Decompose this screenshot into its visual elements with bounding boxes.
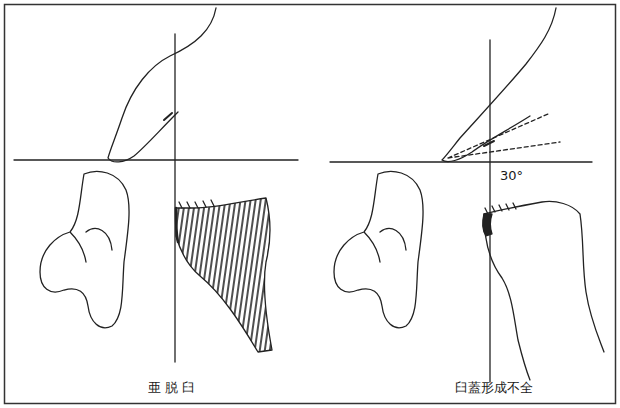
acetabulum-outline	[442, 8, 556, 162]
angle-label: 30°	[500, 168, 523, 184]
panel-caption: 亜 脱 臼	[148, 380, 195, 396]
ischium-shape	[334, 171, 423, 327]
acetabular-edge-mark	[484, 141, 494, 146]
acetabulum-outline	[108, 8, 216, 162]
frame	[5, 5, 616, 404]
panel-caption: 臼蓋形成不全	[455, 380, 533, 396]
femoral-outline	[484, 202, 604, 381]
femoral-head-hatched	[176, 198, 272, 352]
perkins-line	[489, 40, 490, 382]
head-margin	[176, 208, 178, 242]
hilgenreiner-line	[14, 159, 298, 160]
head-margin	[483, 214, 492, 236]
acetabular-angle-lines	[448, 114, 560, 158]
acetabular-edge-mark	[164, 113, 172, 120]
perkins-line	[174, 34, 175, 362]
hilgenreiner-line	[330, 161, 592, 162]
physis-ticks	[485, 203, 516, 214]
ischium-shape	[40, 171, 129, 327]
physis-ticks	[179, 200, 214, 208]
